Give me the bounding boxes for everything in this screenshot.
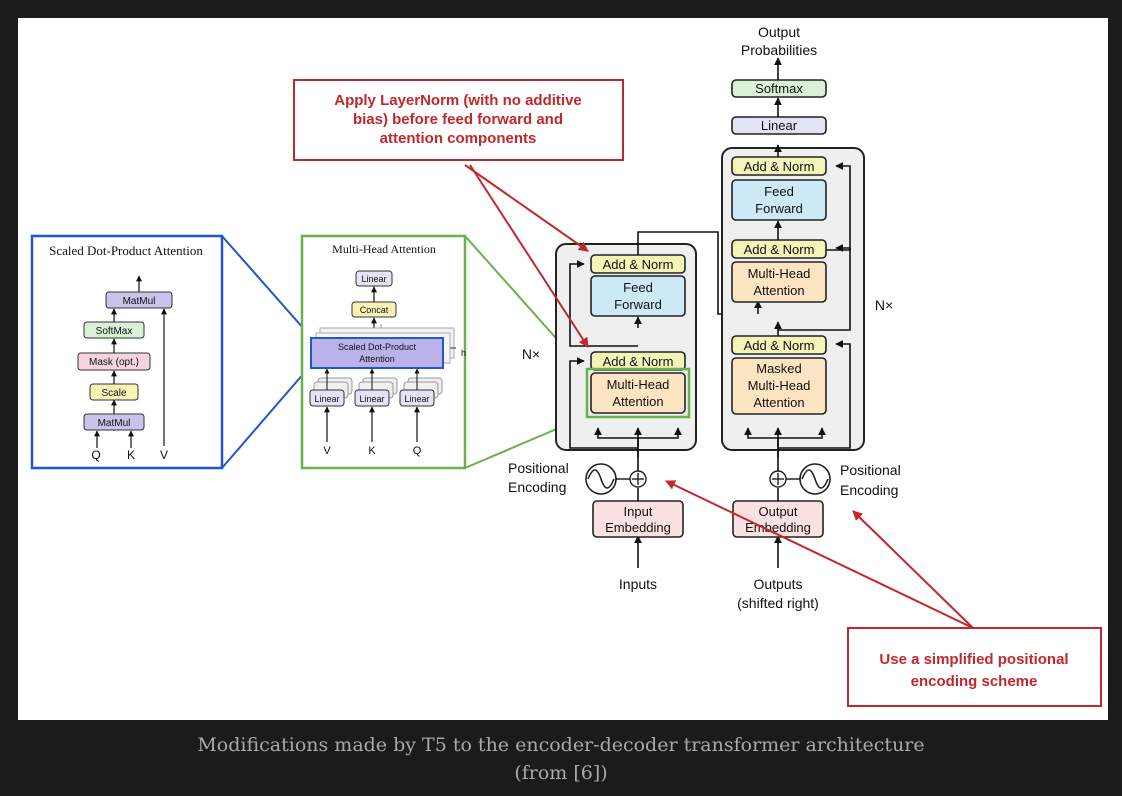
sdpa-mask: Mask (opt.): [89, 357, 139, 368]
layernorm-arrow-bottom: [469, 164, 589, 348]
sdpa-matmul-bottom: MatMul: [98, 418, 131, 429]
caption-line-1: Modifications made by T5 to the encoder-…: [197, 734, 925, 756]
mha-concat: Concat: [360, 305, 389, 315]
figure-caption: Modifications made by T5 to the encoder-…: [0, 731, 1122, 787]
decoder-add-norm-top: Add & Norm: [744, 159, 815, 174]
encoder-ff-line-2: Forward: [614, 297, 662, 312]
decoder-pe-line-2: Encoding: [840, 482, 898, 498]
decoder-masked-attn-line-3: Attention: [753, 395, 804, 410]
sdpa-title: Scaled Dot-Product Attention: [49, 243, 203, 258]
output-probabilities-line-2: Probabilities: [741, 42, 817, 58]
sdpa-input-q: Q: [91, 448, 100, 462]
decoder-add-norm-mid: Add & Norm: [744, 242, 815, 257]
mha-panel: Multi-Head Attention Linear Concat Scale…: [300, 234, 467, 470]
decoder-add-norm-bottom: Add & Norm: [744, 338, 815, 353]
decoder-ff-line-2: Forward: [755, 201, 803, 216]
sdpa-matmul-top: MatMul: [123, 296, 156, 307]
encoder-repeat-label: N×: [522, 346, 540, 362]
outputs-label-line-2: (shifted right): [737, 595, 819, 611]
decoder-stack: Add & Norm Feed Forward Add & Norm Multi…: [721, 144, 893, 473]
sdpa-softmax: SoftMax: [96, 326, 133, 337]
encoder-attention-highlight: [585, 367, 691, 419]
zoom-line-blue-top: [221, 235, 312, 338]
layernorm-callout: Apply LayerNorm (with no additive bias) …: [293, 79, 624, 348]
mha-input-k: K: [368, 445, 376, 457]
decoder-masked-attn-line-1: Masked: [756, 361, 802, 376]
inputs-label: Inputs: [619, 576, 657, 592]
encoder-input-path: Input Embedding Positional Encoding Inpu…: [508, 460, 684, 592]
sdpa-input-k: K: [127, 448, 135, 462]
encoder-stack: Add & Norm Feed Forward Add & Norm Multi…: [522, 231, 797, 473]
svg-text:Linear: Linear: [404, 394, 429, 404]
decoder-pe-line-1: Positional: [840, 462, 901, 478]
layernorm-callout-line-2: bias) before feed forward and: [353, 111, 563, 128]
mha-title: Multi-Head Attention: [332, 242, 436, 256]
caption-line-2: (from [6]): [514, 762, 608, 784]
decoder-masked-attn-line-2: Multi-Head: [748, 378, 811, 393]
positional-arrow-decoder: [852, 510, 974, 629]
mha-linear-v: Linear: [309, 368, 353, 442]
output-embedding-line-1: Output: [758, 504, 797, 519]
encoder-attention-line-2: Attention: [612, 394, 663, 409]
mha-sdpa-line-1: Scaled Dot-Product: [338, 342, 417, 352]
input-embedding-line-2: Embedding: [605, 520, 671, 535]
mha-sdpa-line-2: Attention: [359, 354, 395, 364]
positional-callout: Use a simplified positional encoding sch…: [665, 480, 1102, 707]
svg-text:Linear: Linear: [359, 394, 384, 404]
encoder-add-norm-top: Add & Norm: [603, 257, 674, 272]
sdpa-scale: Scale: [101, 388, 126, 399]
mha-input-q: Q: [413, 445, 422, 457]
layernorm-arrow-top: [464, 164, 589, 252]
positional-callout-line-2: encoding scheme: [911, 673, 1038, 690]
decoder-cross-attn-line-2: Attention: [753, 283, 804, 298]
positional-callout-line-1: Use a simplified positional: [879, 651, 1068, 668]
decoder-cross-attn-line-1: Multi-Head: [748, 266, 811, 281]
layernorm-callout-line-3: attention components: [380, 130, 537, 147]
decoder-softmax: Softmax: [755, 81, 803, 96]
mha-input-v: V: [323, 445, 331, 457]
encoder-ff-line-1: Feed: [623, 280, 653, 295]
mha-linear-top: Linear: [361, 274, 386, 284]
outputs-label-line-1: Outputs: [753, 576, 802, 592]
decoder-linear: Linear: [761, 118, 798, 133]
mha-linear-q: Linear: [399, 368, 443, 442]
sdpa-input-v: V: [160, 448, 168, 462]
zoom-line-blue-bottom: [221, 364, 312, 469]
positional-arrow-encoder: [665, 480, 974, 629]
output-embedding-line-2: Embedding: [745, 520, 811, 535]
figure-canvas: Scaled Dot-Product Attention MatMul Scal…: [18, 18, 1108, 720]
layernorm-callout-line-1: Apply LayerNorm (with no additive: [334, 92, 582, 109]
encoder-add-norm-bottom: Add & Norm: [603, 354, 674, 369]
mha-heads-label: h: [461, 348, 466, 358]
encoder-pe-line-2: Encoding: [508, 479, 566, 495]
decoder-ff-line-1: Feed: [764, 184, 794, 199]
svg-text:Linear: Linear: [314, 394, 339, 404]
mha-linear-k: Linear: [354, 368, 398, 442]
decoder-output-head: Linear Softmax Output Probabilities: [731, 24, 827, 135]
encoder-attention-line-1: Multi-Head: [607, 377, 670, 392]
architecture-diagram: Scaled Dot-Product Attention MatMul Scal…: [30, 24, 1102, 707]
output-probabilities-line-1: Output: [758, 24, 800, 40]
sdpa-panel: Scaled Dot-Product Attention MatMul Scal…: [30, 234, 224, 470]
decoder-repeat-label: N×: [875, 297, 893, 313]
decoder-input-path: Output Embedding Positional Encoding Out…: [732, 462, 901, 611]
encoder-pe-line-1: Positional: [508, 460, 569, 476]
input-embedding-line-1: Input: [624, 504, 653, 519]
